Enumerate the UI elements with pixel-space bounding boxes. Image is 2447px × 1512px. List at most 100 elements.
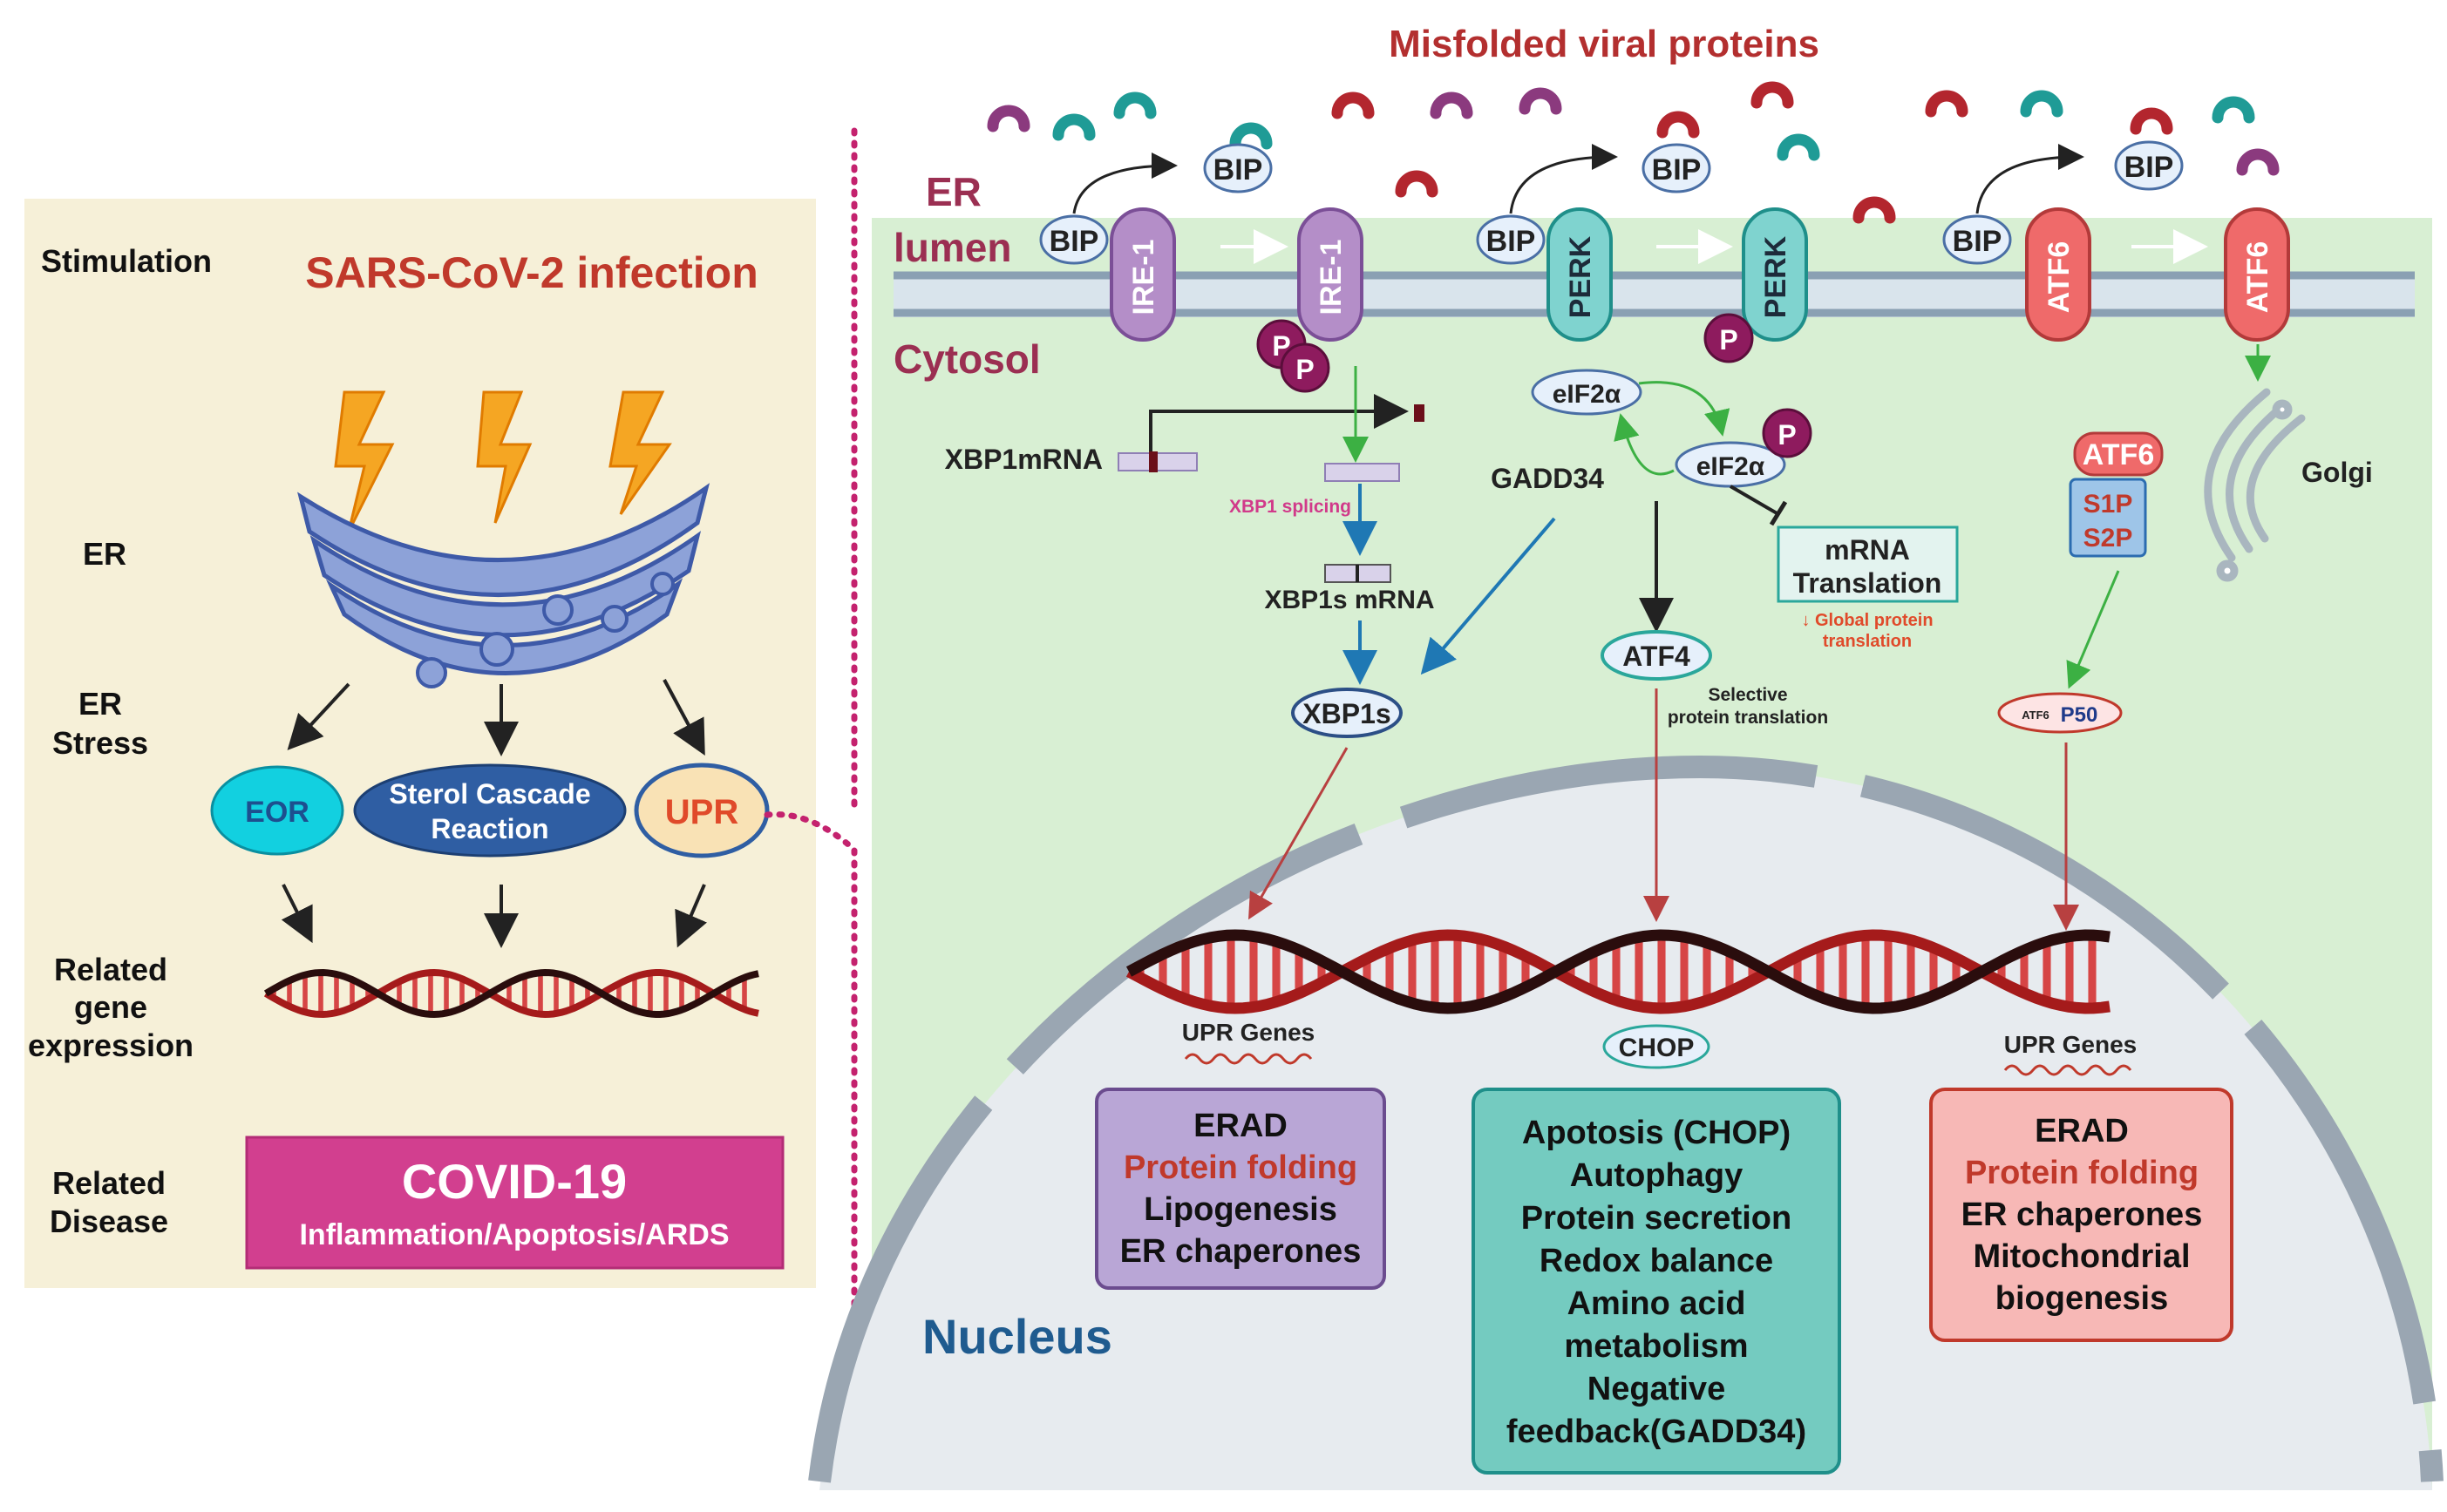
nuclear-envelope: [808, 755, 2444, 1483]
misfolded-protein-icon: [1852, 196, 1896, 224]
row-label-er-stress-line2: Stress: [52, 725, 148, 761]
golgi-icon: [2204, 388, 2306, 582]
perk-outcome-line: Autophagy: [1570, 1157, 1743, 1194]
atf6-p50-node: [1997, 692, 2123, 734]
lumen-label: lumen: [894, 225, 1011, 270]
ire1-branch: BIP BIP IRE-1 IRE-1 P P XBP1mRNA XBP1 sp…: [945, 143, 1435, 920]
bip-node: [2114, 140, 2184, 191]
bip-label: BIP: [1486, 225, 1536, 258]
cytosol-label: Cytosol: [894, 336, 1041, 382]
atf6-outcome-line: ERAD: [2035, 1113, 2129, 1149]
mrna-icon: [1149, 451, 1158, 472]
bip-node: [1203, 143, 1273, 193]
arrow: [1509, 144, 1618, 214]
atf6-outcome-line: Mitochondrial: [1973, 1238, 2190, 1275]
right-panel: Misfolded viral proteins ER lumen Cytoso…: [808, 23, 2444, 1490]
nucleus-label: Nucleus: [922, 1309, 1112, 1364]
ire1-label: IRE-1: [1315, 240, 1348, 315]
sterol-label-line2: Reaction: [431, 813, 548, 844]
misfolded-protein-icon: [1777, 133, 1820, 161]
atf6-receptor-active: [2224, 207, 2290, 342]
row-label-er-stress-line1: ER: [78, 686, 122, 722]
inhibition-line: [1769, 500, 1788, 526]
selective-note-line1: Selective: [1708, 685, 1787, 705]
dna-helix-icon: [1125, 929, 2111, 1014]
global-note-line2: translation: [1823, 632, 1912, 651]
phospho-node: [1762, 408, 1812, 458]
gene-wave-icon: [2003, 1064, 2132, 1076]
perk-outcome-line: metabolism: [1564, 1328, 1748, 1365]
arrow: [1420, 517, 1556, 675]
dna-strand: [1125, 929, 2111, 1014]
misfolded-protein-icon: [2236, 148, 2280, 176]
p50-prefix: ATF6: [2022, 709, 2049, 722]
bip-node: [1039, 214, 1109, 265]
xbp1s-node: [1291, 688, 1403, 738]
atf6-outcome-line: biogenesis: [1995, 1280, 2169, 1317]
protease-box: [2069, 478, 2147, 558]
p50-label: P50: [2061, 703, 2098, 727]
atf6-fragment: [2073, 431, 2164, 477]
inhibition-line: [1729, 485, 1780, 516]
row-label-disease-line2: Disease: [50, 1203, 168, 1239]
misfolded-label: Misfolded viral proteins: [1389, 23, 1819, 65]
lightning-icon: [608, 390, 672, 515]
misfolded-protein-icon: [2020, 90, 2063, 118]
s2p-label: S2P: [2083, 524, 2133, 553]
ire1-receptor-active: [1297, 207, 1363, 342]
s1p-label: S1P: [2083, 490, 2133, 519]
lightning-icon: [476, 390, 533, 524]
arrow: [675, 884, 708, 948]
perk-receptor-active: [1742, 207, 1808, 342]
misfolded-protein-icon: [1519, 87, 1562, 115]
perk-outcome-line: feedback(GADD34): [1506, 1414, 1806, 1450]
misfolded-protein-icon: [1052, 113, 1096, 141]
misfolded-proteins: [987, 81, 2280, 224]
selective-note-line2: protein translation: [1668, 708, 1828, 728]
misfolded-protein-icon: [1229, 122, 1273, 150]
atf6-label: ATF6: [2241, 241, 2274, 313]
phospho-label: P: [1777, 419, 1796, 451]
atf6-outcome-box: [1929, 1088, 2233, 1342]
phospho-label: P: [1719, 324, 1737, 356]
misfolded-protein-icon: [1750, 81, 1794, 109]
atf4-node: [1601, 630, 1712, 681]
ire1-outcome-line: Lipogenesis: [1144, 1191, 1337, 1228]
gadd34-label: GADD34: [1491, 463, 1604, 494]
bip-node: [1642, 143, 1711, 193]
er-organelle-icon: [297, 483, 710, 688]
misfolded-protein-icon: [987, 105, 1030, 132]
upr-node: [634, 763, 770, 858]
ire1-outcome-line: ER chaperones: [1120, 1233, 1362, 1270]
disease-subtitle: Inflammation/Apoptosis/ARDS: [299, 1218, 729, 1251]
perk-outcome-line: Protein secretion: [1521, 1200, 1791, 1237]
perk-label: PERK: [1564, 235, 1597, 318]
atf6-golgi-label: ATF6: [2083, 438, 2154, 471]
row-label-er: ER: [83, 536, 126, 572]
dna-strand: [1125, 929, 2111, 1014]
atf6-branch: BIP BIP ATF6 ATF6 Golgi ATF6 S1P: [1942, 140, 2373, 931]
arrow: [1614, 413, 1675, 476]
eif2a-node: [1531, 369, 1642, 416]
xbp1s-mrna-label: XBP1s mRNA: [1264, 586, 1434, 614]
xbp1-mrna-label: XBP1mRNA: [945, 444, 1103, 475]
atf6-outcome-line: Protein folding: [1965, 1155, 2199, 1191]
misfolded-protein-icon: [1656, 111, 1700, 139]
arrow: [1248, 747, 1349, 920]
intron-icon: [1414, 404, 1424, 422]
misfolded-protein-icon: [1395, 170, 1438, 198]
mrna-translation-line2: Translation: [1793, 567, 1942, 599]
chop-label: CHOP: [1619, 1034, 1695, 1062]
bip-label: BIP: [1050, 225, 1099, 258]
misfolded-protein-icon: [1331, 92, 1375, 119]
perk-outcome-line: Apotosis (CHOP): [1522, 1115, 1791, 1151]
eif2a-label: eIF2α: [1553, 380, 1621, 409]
bip-label: BIP: [1213, 153, 1263, 186]
bip-label: BIP: [1953, 225, 2002, 258]
eor-node: [210, 765, 344, 856]
eif2a-label: eIF2α: [1696, 452, 1765, 481]
phospho-node: [1703, 313, 1754, 363]
eor-label: EOR: [245, 796, 309, 829]
bip-node: [1942, 214, 2012, 265]
